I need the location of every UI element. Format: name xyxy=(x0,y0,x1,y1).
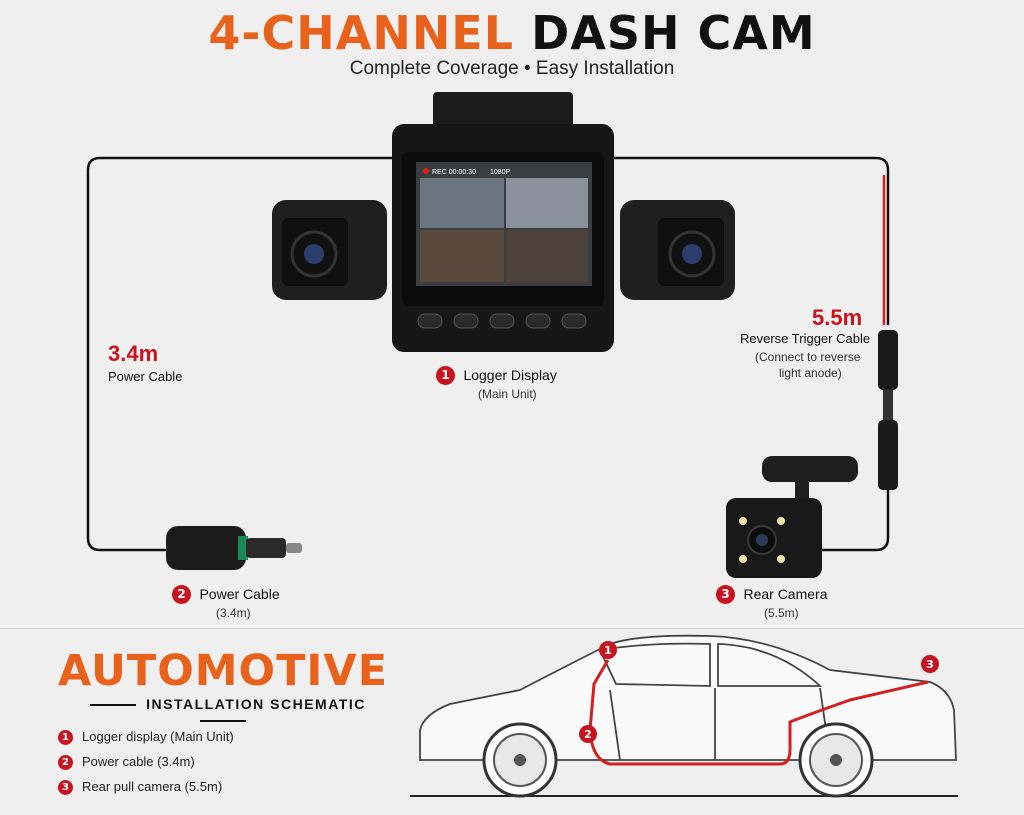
trigger-connector-lower xyxy=(878,420,898,490)
legend-text: Power cable (3.4m) xyxy=(82,754,195,769)
legend-text: Logger display (Main Unit) xyxy=(82,729,234,744)
trigger-cable-label: Reverse Trigger Cable xyxy=(740,331,871,346)
logger-display-sub: (Main Unit) xyxy=(478,387,537,401)
trigger-cable-note-1: (Connect to reverse xyxy=(755,350,861,364)
schematic-subtitle-row: INSTALLATION SCHEMATIC xyxy=(60,696,386,728)
car-charger xyxy=(166,526,302,570)
legend-badge: 1 xyxy=(58,730,73,746)
cable-diagram: REC 00:00:30 1080P xyxy=(86,92,898,578)
rear-camera-caption: 3 Rear Camera xyxy=(716,585,827,604)
rear-camera-device xyxy=(726,456,858,578)
down-button[interactable] xyxy=(561,313,587,329)
legend-badge: 3 xyxy=(58,780,73,796)
number-badge-3: 3 xyxy=(716,585,735,604)
legend-item: 3 Rear pull camera (5.5m) xyxy=(58,779,223,796)
front-wheel xyxy=(482,722,558,798)
ok-button[interactable] xyxy=(417,313,443,329)
screen-resolution-text: 1080P xyxy=(490,169,511,176)
page-title: 4-CHANNEL DASH CAM xyxy=(0,6,1024,60)
car-marker-2 xyxy=(579,725,597,743)
up-button[interactable] xyxy=(525,313,551,329)
car-marker-3 xyxy=(921,655,939,673)
svg-text:1: 1 xyxy=(604,644,612,657)
logger-display-label: Logger Display xyxy=(463,366,557,383)
title-main: DASH CAM xyxy=(531,6,816,60)
trigger-cable-note-2: light anode) xyxy=(779,366,842,380)
screen-rec-text: REC 00:00:30 xyxy=(432,169,476,176)
power-cable-caption: 2 Power Cable xyxy=(172,585,280,604)
section-divider xyxy=(0,628,1024,629)
menu-button[interactable] xyxy=(453,313,479,329)
power-cable-length-label: Power Cable xyxy=(108,369,183,384)
svg-text:2: 2 xyxy=(584,728,592,741)
car-marker-1 xyxy=(599,641,617,659)
title-accent: 4-CHANNEL xyxy=(208,6,515,60)
rear-camera-sub: (5.5m) xyxy=(764,606,799,620)
rear-wheel xyxy=(798,722,874,798)
divider-line-left xyxy=(90,704,137,707)
trigger-cable-line xyxy=(612,156,890,325)
power-button[interactable] xyxy=(489,313,515,329)
legend-text: Rear pull camera (5.5m) xyxy=(82,779,223,794)
logger-display-caption: 1 Logger Display xyxy=(436,366,557,385)
car-schematic: 1 2 3 xyxy=(410,634,958,798)
legend-item: 2 Power cable (3.4m) xyxy=(58,754,195,771)
legend-badge: 2 xyxy=(58,755,73,771)
divider-line-right xyxy=(200,720,246,723)
power-cable-sub: (3.4m) xyxy=(216,606,251,620)
rear-camera-label: Rear Camera xyxy=(743,585,828,602)
number-badge-2: 2 xyxy=(172,585,191,604)
trigger-cable-length: 5.5m xyxy=(812,305,863,330)
page-subtitle: Complete Coverage • Easy Installation xyxy=(349,58,675,79)
car-wiring-path xyxy=(588,659,929,766)
trigger-connector-upper xyxy=(878,330,898,390)
power-cable-length: 3.4m xyxy=(108,341,159,366)
power-cable-line xyxy=(86,156,395,552)
logger-display-unit: REC 00:00:30 1080P xyxy=(272,92,735,352)
schematic-subtitle: INSTALLATION SCHEMATIC xyxy=(146,696,366,712)
schematic-title: AUTOMOTIVE xyxy=(58,646,389,696)
mount-bracket xyxy=(433,92,573,132)
rear-window xyxy=(717,643,823,687)
legend-item: 1 Logger display (Main Unit) xyxy=(58,729,234,746)
power-cable-label: Power Cable xyxy=(199,585,280,602)
number-badge-1: 1 xyxy=(436,366,455,385)
svg-text:3: 3 xyxy=(926,658,934,671)
